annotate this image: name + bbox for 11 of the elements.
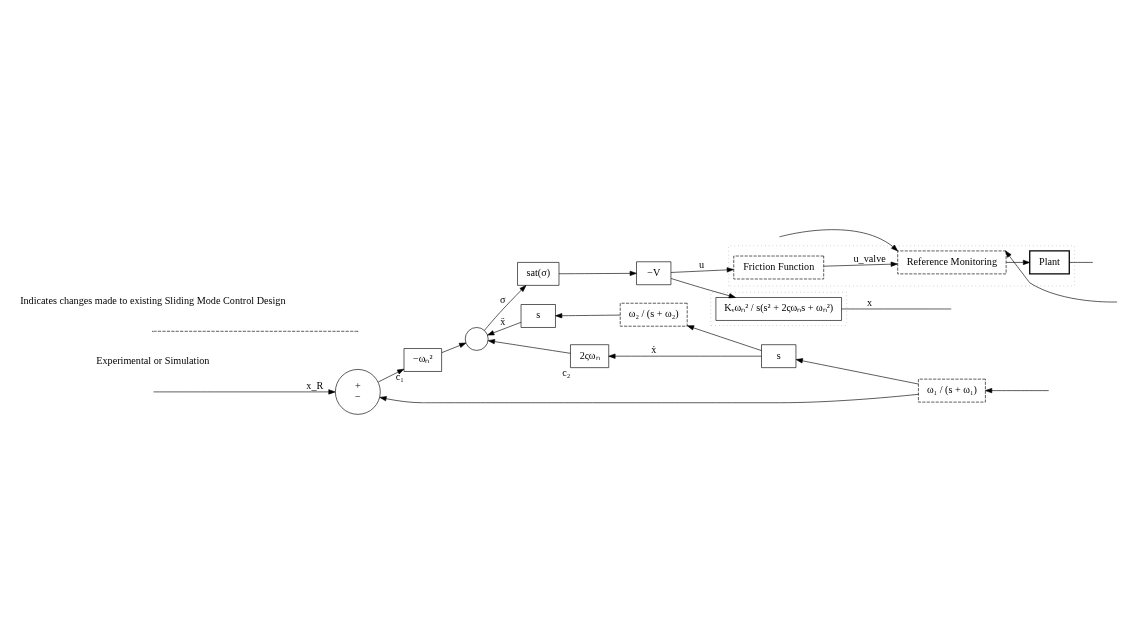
- legend-label: Indicates changes made to existing Sliding Mode Control Design: [20, 294, 286, 306]
- edge-label: ẋ: [651, 343, 657, 355]
- edge-label: x: [867, 296, 873, 308]
- edge-label: x_R: [306, 379, 324, 391]
- label: Experimental or Simulation: [96, 354, 210, 366]
- node-label: c₂: [562, 366, 571, 378]
- edge-label: u: [699, 259, 705, 271]
- edge-label: u_valve: [853, 252, 886, 264]
- edge-label: ẍ: [500, 316, 506, 328]
- node-label: c₁: [395, 370, 404, 382]
- edge-label: σ: [500, 294, 506, 306]
